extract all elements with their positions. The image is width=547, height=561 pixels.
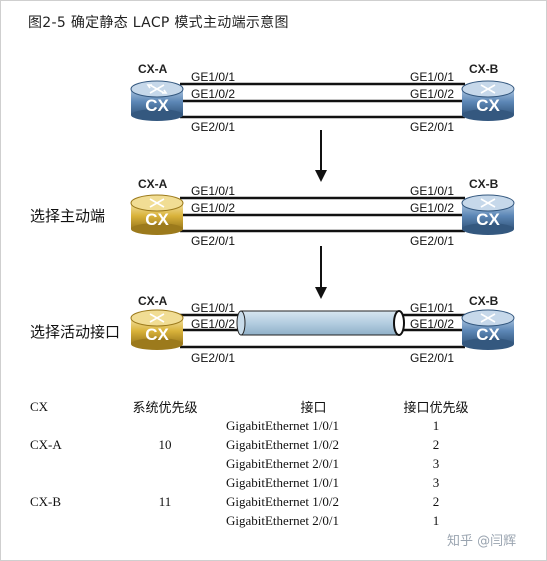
router-logo: CX [476, 210, 500, 229]
router-left-active: CX [130, 194, 184, 235]
priority-table: CX 系统优先级 接口 接口优先级 CX-A 10 GigabitEtherne… [20, 397, 471, 530]
table-row: CX-B 11 GigabitEthernet 1/0/1 3 [20, 473, 471, 509]
device-label-right: CX-B [469, 62, 499, 76]
router-right: CX [461, 194, 515, 235]
device-label-right: CX-B [469, 177, 499, 191]
cell-device: CX-A [30, 436, 62, 452]
figure-title: 图2-5 确定静态 LACP 模式主动端示意图 [28, 15, 289, 31]
lacp-diagram: CX-A CX-B GE1/0/1 GE1/0/2 GE2/0/1 GE1/0/… [130, 62, 515, 365]
port-label-left-1: GE1/0/1 [191, 301, 235, 315]
table-row: CX-A 10 GigabitEthernet 1/0/1 1 [20, 416, 471, 452]
table-header-row: CX 系统优先级 接口 接口优先级 [20, 397, 471, 416]
cell-interface-priority: 3 [432, 455, 440, 471]
cell-interface: GigabitEthernet 1/0/1 [226, 474, 340, 490]
port-label-right-1: GE1/0/1 [410, 70, 454, 84]
cell-interface: GigabitEthernet 2/0/1 [226, 455, 340, 471]
table-row: GigabitEthernet 1/0/2 2 [20, 435, 471, 454]
router-logo: CX [145, 210, 169, 229]
table-row: GigabitEthernet 2/0/1 1 [20, 511, 471, 530]
port-label-left-1: GE1/0/1 [191, 184, 235, 198]
router-logo: CX [145, 325, 169, 344]
header-interface-priority: 接口优先级 [403, 400, 469, 415]
table-row: GigabitEthernet 1/0/2 2 [20, 492, 471, 511]
port-label-left-3: GE2/0/1 [191, 234, 235, 248]
cell-interface: GigabitEthernet 2/0/1 [226, 512, 340, 528]
cell-interface: GigabitEthernet 1/0/1 [226, 417, 340, 433]
cell-interface-priority: 1 [432, 512, 440, 528]
cell-system-priority: 10 [158, 436, 172, 452]
stage-3: CX-A CX-B GE1/0/1 GE1/0/2 GE2/0/1 GE1/0/… [130, 294, 515, 365]
device-label-left: CX-A [138, 62, 168, 76]
port-label-left-3: GE2/0/1 [191, 351, 235, 365]
down-arrow-2 [315, 246, 327, 299]
router-logo: CX [145, 96, 169, 115]
device-label-left: CX-A [138, 177, 168, 191]
port-label-right-2: GE1/0/2 [410, 87, 454, 101]
stage-label-select-active-end: 选择主动端 [30, 207, 106, 225]
stage-label-select-active-interface: 选择活动接口 [30, 323, 121, 341]
port-label-right-3: GE2/0/1 [410, 234, 454, 248]
router-right: CX [461, 309, 515, 350]
device-label-right: CX-B [469, 294, 499, 308]
port-label-right-3: GE2/0/1 [410, 120, 454, 134]
header-system-priority: 系统优先级 [132, 400, 198, 415]
cell-device: CX-B [30, 493, 62, 509]
port-label-right-3: GE2/0/1 [410, 351, 454, 365]
port-label-right-1: GE1/0/1 [410, 301, 454, 315]
header-cx: CX [30, 398, 49, 414]
cell-system-priority: 11 [158, 493, 172, 509]
cell-interface-priority: 2 [432, 436, 440, 452]
down-arrow-1 [315, 130, 327, 182]
port-label-left-3: GE2/0/1 [191, 120, 235, 134]
router-left-active: CX [130, 309, 184, 350]
watermark: 知乎 @闫辉 [447, 534, 517, 549]
router-right: CX [461, 80, 515, 121]
aggregated-link-tube [236, 310, 405, 336]
router-logo: CX [476, 96, 500, 115]
header-interface: 接口 [300, 400, 327, 415]
cell-interface-priority: 1 [432, 417, 440, 433]
cell-interface: GigabitEthernet 1/0/2 [226, 436, 340, 452]
table-row: GigabitEthernet 2/0/1 3 [20, 454, 471, 473]
device-label-left: CX-A [138, 294, 168, 308]
cell-interface: GigabitEthernet 1/0/2 [226, 493, 340, 509]
router-logo: CX [476, 325, 500, 344]
port-label-left-2: GE1/0/2 [191, 201, 235, 215]
stage-1: CX-A CX-B GE1/0/1 GE1/0/2 GE2/0/1 GE1/0/… [130, 62, 515, 134]
cell-interface-priority: 2 [432, 493, 440, 509]
port-label-right-2: GE1/0/2 [410, 201, 454, 215]
port-label-left-1: GE1/0/1 [191, 70, 235, 84]
port-label-left-2: GE1/0/2 [191, 317, 235, 331]
port-label-left-2: GE1/0/2 [191, 87, 235, 101]
router-left: CX [130, 80, 184, 121]
port-label-right-1: GE1/0/1 [410, 184, 454, 198]
port-label-right-2: GE1/0/2 [410, 317, 454, 331]
stage-2: CX-A CX-B GE1/0/1 GE1/0/2 GE2/0/1 GE1/0/… [130, 177, 515, 248]
cell-interface-priority: 3 [432, 474, 440, 490]
